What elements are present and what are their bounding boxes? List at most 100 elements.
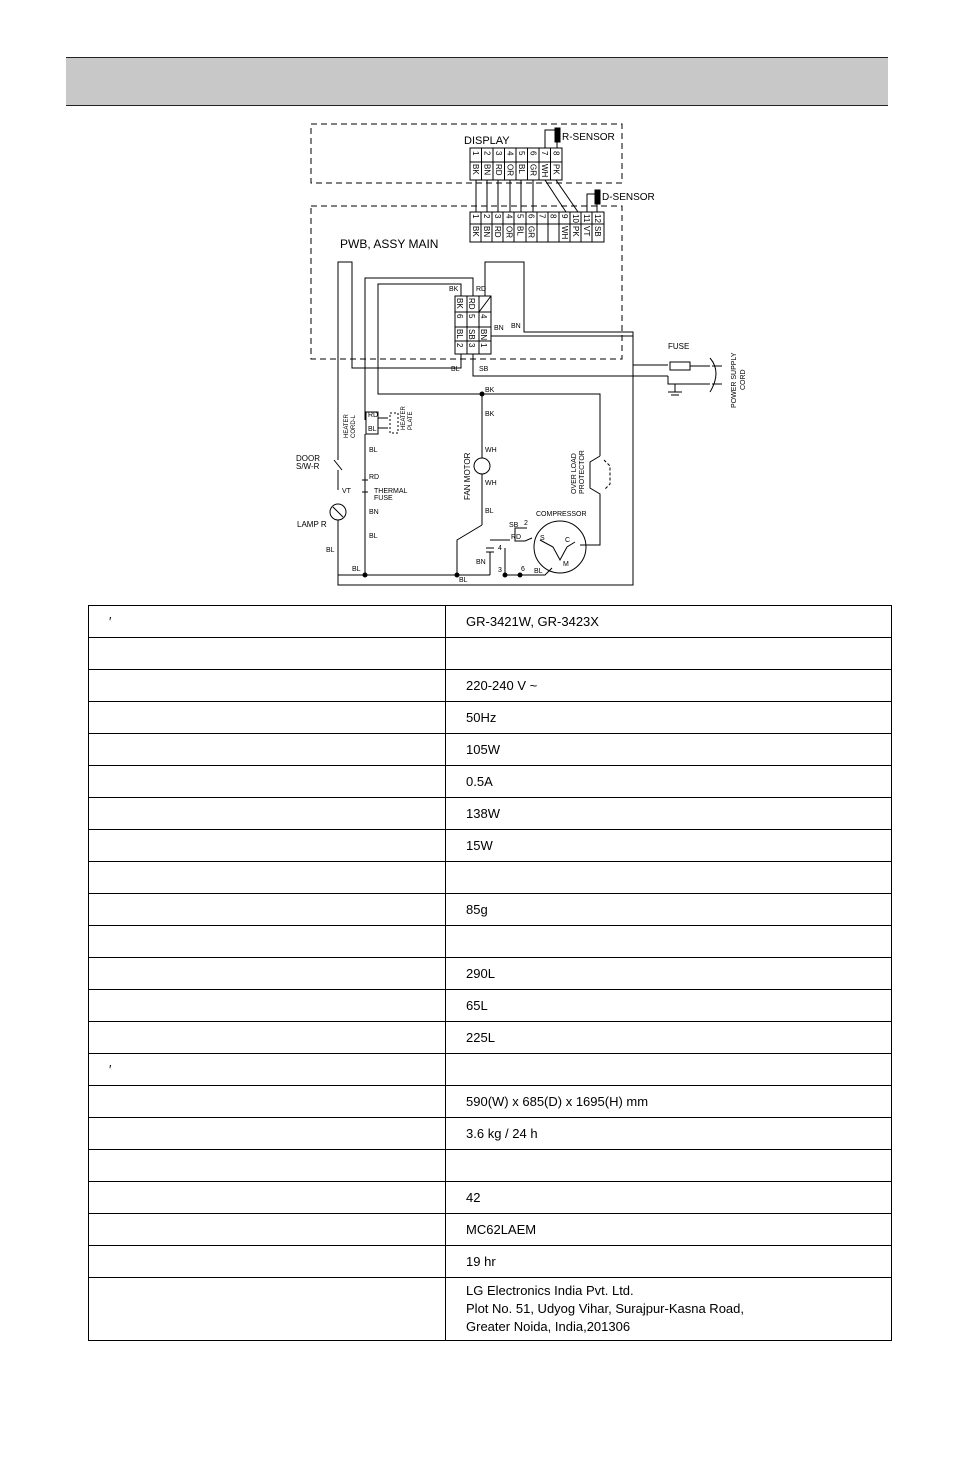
main-wire-color: VT — [582, 226, 591, 236]
svg-text:BN: BN — [494, 325, 504, 332]
main-wire-color: BL — [515, 226, 524, 236]
thermal-label: THERMAL — [374, 488, 408, 495]
door-switch-label: S/W-R — [296, 462, 320, 471]
protector-label: PROTECTOR — [579, 450, 586, 494]
svg-text:BL: BL — [352, 566, 361, 573]
table-row — [87, 637, 892, 670]
main-pin-3: 3 — [493, 214, 502, 219]
d-sensor-label: D-SENSOR — [602, 192, 655, 203]
display-label: DISPLAY — [464, 135, 510, 147]
main-wire-color: PK — [571, 226, 580, 237]
spec-label-cell — [87, 1149, 447, 1182]
svg-text:C: C — [565, 537, 570, 544]
display-wire-color: GR — [529, 164, 538, 176]
display-wire-color: WH — [540, 164, 549, 178]
display-pin-5: 5 — [517, 151, 526, 156]
spec-value: 42 — [466, 1190, 481, 1205]
svg-text:BL: BL — [326, 547, 335, 554]
main-wire-color: WH — [560, 226, 569, 240]
spec-label-cell: ′ — [87, 605, 447, 638]
thermal-fuse-symbol — [362, 479, 368, 493]
main-wire-color: OR — [504, 226, 513, 238]
svg-text:RD: RD — [476, 286, 486, 293]
spec-label-cell — [87, 733, 447, 766]
main-wire-color: SB — [593, 226, 602, 237]
svg-text:6: 6 — [521, 566, 525, 573]
section-header-bar — [66, 57, 888, 106]
main-pin-12: 12 — [593, 214, 602, 223]
table-row: 0.5A — [87, 765, 892, 798]
display-wire-color: PK — [552, 164, 561, 175]
block-color: RD — [467, 298, 476, 310]
spec-label-cell — [87, 1277, 447, 1341]
display-pin-7: 7 — [540, 151, 549, 156]
block-color: BL — [455, 329, 464, 339]
power-supply-label: POWER SUPPLY — [731, 352, 738, 408]
spec-value-cell — [445, 637, 892, 670]
spec-value-cell — [445, 861, 892, 894]
spec-label-cell — [87, 861, 447, 894]
svg-text:BK: BK — [485, 411, 495, 418]
svg-text:WH: WH — [485, 447, 497, 454]
table-row: ′ — [87, 1053, 892, 1086]
display-wire-color: BN — [483, 164, 492, 175]
table-row: LG Electronics India Pvt. Ltd.Plot No. 5… — [87, 1277, 892, 1341]
main-wire-color: BK — [471, 226, 480, 237]
power-cord-label: CORD — [740, 369, 747, 390]
svg-text:BL: BL — [459, 577, 468, 584]
table-row: 590(W) x 685(D) x 1695(H) mm — [87, 1085, 892, 1118]
svg-text:VT: VT — [342, 488, 352, 495]
spec-value: MC62LAEM — [466, 1222, 537, 1237]
spec-label-cell — [87, 765, 447, 798]
svg-text:BL: BL — [534, 568, 543, 575]
spec-value-cell: 225L — [445, 1021, 892, 1054]
table-row: ′ GR-3421W, GR-3423X — [87, 605, 892, 638]
main-pin-1: 1 — [471, 214, 480, 219]
spec-value: 19 hr — [466, 1254, 496, 1269]
spec-value: 85g — [466, 902, 488, 917]
table-row: 105W — [87, 733, 892, 766]
spec-label-cell — [87, 797, 447, 830]
svg-text:BN: BN — [511, 323, 521, 330]
svg-text:BL: BL — [451, 366, 460, 373]
main-pin-7: 7 — [538, 214, 547, 219]
table-row: MC62LAEM — [87, 1213, 892, 1246]
r-sensor-label: R-SENSOR — [562, 132, 615, 143]
main-pin-10: 10 — [571, 214, 580, 223]
spec-value-cell: 138W — [445, 797, 892, 830]
table-row — [87, 861, 892, 894]
spec-value-cell: 19 hr — [445, 1245, 892, 1278]
block-pin: 5 — [467, 314, 476, 319]
address-line1: LG Electronics India Pvt. Ltd. — [466, 1283, 634, 1298]
door-label: DOOR — [296, 454, 320, 463]
spec-label-cell — [87, 1021, 447, 1054]
display-pin-4: 4 — [506, 151, 515, 156]
table-row: 85g — [87, 893, 892, 926]
main-pin-11: 11 — [582, 214, 591, 223]
table-row — [87, 1149, 892, 1182]
main-pin-2: 2 — [482, 214, 491, 219]
block-color: BK — [455, 298, 464, 309]
svg-text:M: M — [563, 561, 569, 568]
block-pin: 3 — [467, 343, 476, 348]
spec-label-cell: ′ — [87, 1053, 447, 1086]
svg-text:SB: SB — [509, 522, 519, 529]
table-row: 225L — [87, 1021, 892, 1054]
display-pin-1: 1 — [471, 151, 480, 156]
main-pin-6: 6 — [527, 214, 536, 219]
pwb-label: PWB, ASSY MAIN — [340, 237, 438, 251]
spec-value-cell: MC62LAEM — [445, 1213, 892, 1246]
spec-value: 225L — [466, 1030, 495, 1045]
heater-cord-label: HEATER — [344, 413, 350, 438]
spec-value-cell — [445, 1053, 892, 1086]
spec-value-cell: 0.5A — [445, 765, 892, 798]
svg-text:BL: BL — [368, 426, 377, 433]
block-pin: 6 — [455, 314, 464, 319]
main-wire-color: GR — [527, 226, 536, 238]
compressor-label: COMPRESSOR — [536, 511, 587, 518]
manufacturer-address-cell: LG Electronics India Pvt. Ltd.Plot No. 5… — [445, 1277, 892, 1341]
spec-value: GR-3421W, GR-3423X — [466, 614, 599, 629]
